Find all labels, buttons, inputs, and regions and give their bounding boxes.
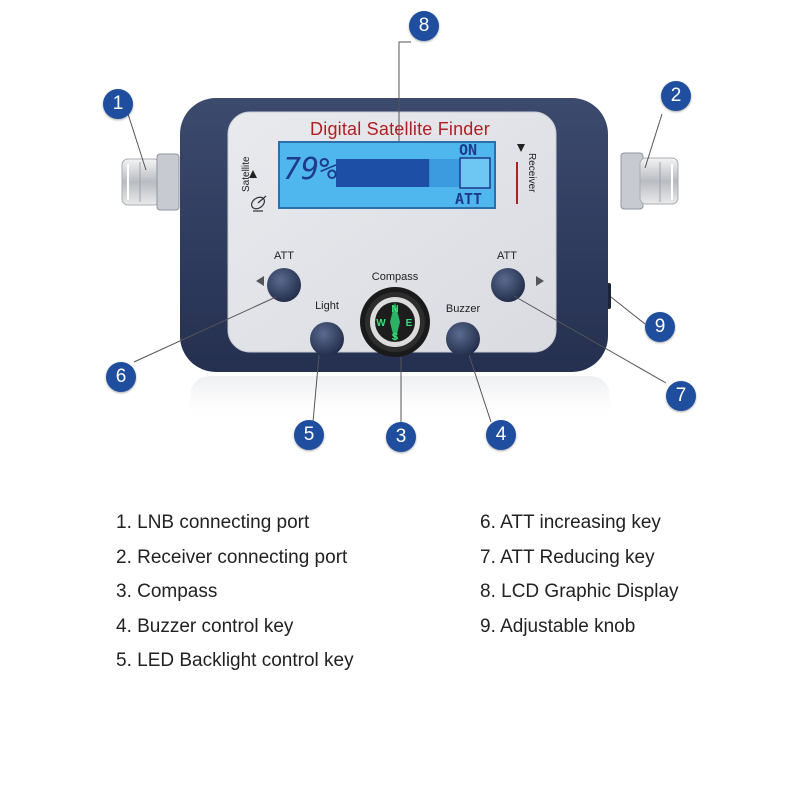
legend-item: 5. LED Backlight control key: [116, 650, 354, 671]
legend-left: 1. LNB connecting port 2. Receiver conne…: [116, 506, 354, 679]
lcd-att-text: ATT: [455, 190, 483, 208]
leader-5: [312, 354, 320, 423]
satellite-label: Satellite: [241, 156, 252, 192]
att-left-label: ATT: [274, 250, 294, 262]
compass-letter-s: S: [392, 332, 399, 343]
leader-6: [133, 296, 277, 363]
callout-8: 8: [409, 11, 439, 41]
legend-item: 6. ATT increasing key: [480, 512, 661, 533]
callout-6: 6: [106, 362, 136, 392]
light-button: [310, 322, 344, 356]
callout-4: 4: [486, 420, 516, 450]
lcd-percent: 79%: [283, 152, 338, 187]
leader-1: [127, 113, 147, 171]
att-right-label: ATT: [497, 250, 517, 262]
compass-letter-w: W: [376, 318, 386, 329]
lnb-connector: [121, 153, 180, 211]
callout-1: 1: [103, 89, 133, 119]
callout-9: 9: [645, 312, 675, 342]
legend-item: 9. Adjustable knob: [480, 615, 636, 637]
callout-3: 3: [386, 422, 416, 452]
legend-right: 6. ATT increasing key 7. ATT Reducing ke…: [480, 506, 679, 644]
lcd-on-text: ON: [459, 141, 478, 159]
legend-item: 7. ATT Reducing key: [480, 546, 655, 568]
buzzer-button: [446, 322, 480, 356]
lcd-on-box: [459, 157, 491, 189]
legend-item: 3. Compass: [116, 581, 218, 602]
left-arrow-icon: [256, 276, 264, 286]
callout-5: 5: [294, 420, 324, 450]
leader-4: [468, 354, 492, 423]
callout-7: 7: [666, 381, 696, 411]
compass-icon: [360, 287, 430, 357]
buzzer-label: Buzzer: [445, 303, 481, 315]
callout-2: 2: [661, 81, 691, 111]
receiver-arrow-icon: [517, 144, 525, 152]
legend-item: 1. LNB connecting port: [116, 512, 310, 533]
leader-9: [610, 296, 646, 325]
lcd-signal-bar: [336, 159, 430, 187]
leader-8: [398, 41, 411, 141]
leader-7: [513, 295, 667, 384]
compass-label: Compass: [371, 271, 419, 283]
att-increase-button: [267, 268, 301, 302]
light-label: Light: [315, 300, 339, 312]
device-reflection: [190, 376, 610, 426]
legend-item: 2. Receiver connecting port: [116, 546, 348, 568]
satellite-dish-icon: [250, 195, 267, 212]
att-reduce-button: [491, 268, 525, 302]
receiver-label: Receiver: [526, 153, 537, 193]
leader-lines: [127, 41, 667, 423]
compass-letter-n: N: [391, 304, 398, 315]
right-arrow-icon: [536, 276, 544, 286]
leader-2: [644, 113, 663, 169]
compass-letter-e: E: [406, 318, 413, 329]
legend-item: 4. Buzzer control key: [116, 615, 294, 637]
device-title: Digital Satellite Finder: [310, 119, 490, 139]
legend-item: 8. LCD Graphic Display: [480, 581, 679, 602]
satellite-arrow-icon: [249, 170, 257, 178]
receiver-connector: [620, 152, 679, 210]
